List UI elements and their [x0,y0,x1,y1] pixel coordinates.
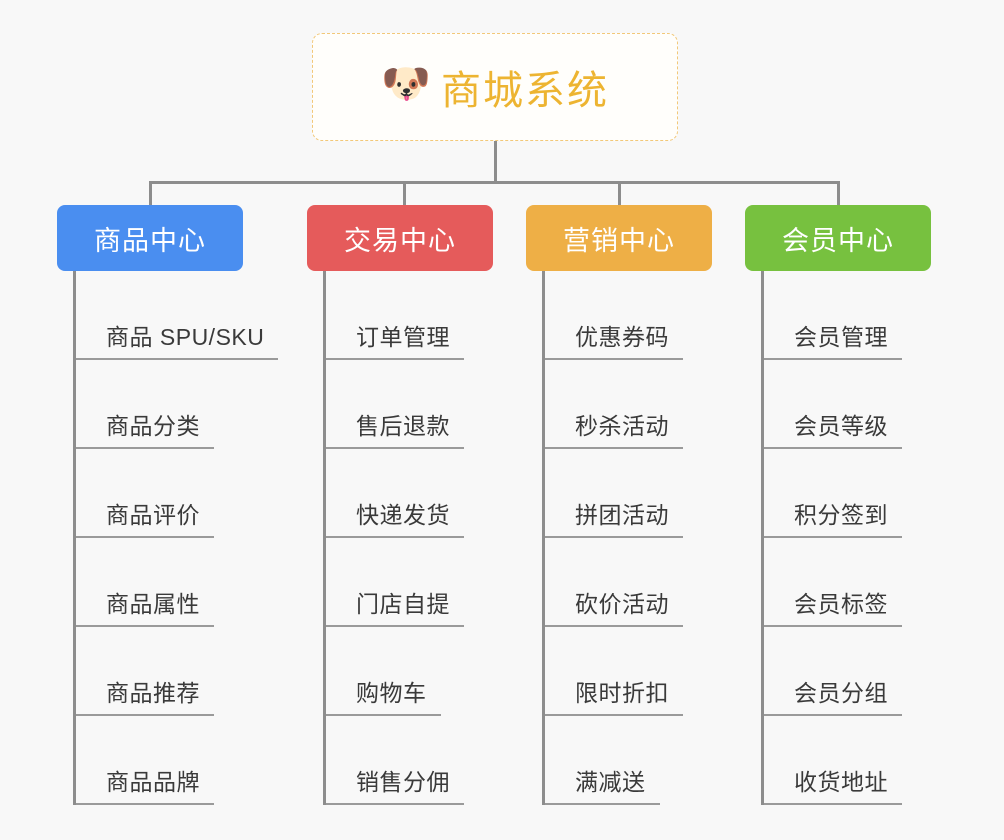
list-item[interactable]: 快递发货 [326,449,493,538]
leaf-underline: 购物车 [326,674,441,716]
category-header-label: 营销中心 [563,225,675,256]
list-item-label: 商品推荐 [106,680,200,706]
leaf-underline: 拼团活动 [545,496,683,538]
connector-horizontal-bus [149,181,840,184]
root-node-title: 商城系统 [441,69,609,113]
leaf-underline: 优惠券码 [545,318,683,360]
leaf-underline: 砍价活动 [545,585,683,627]
leaf-underline: 商品推荐 [76,674,214,716]
list-item[interactable]: 门店自提 [326,538,493,627]
list-item[interactable]: 积分签到 [764,449,931,538]
list-item-label: 商品属性 [106,591,200,617]
leaf-underline: 商品评价 [76,496,214,538]
list-item-label: 砍价活动 [575,591,669,617]
list-item-label: 限时折扣 [575,680,669,706]
list-item[interactable]: 优惠券码 [545,271,712,360]
leaf-underline: 商品分类 [76,407,214,449]
leaf-underline: 商品品牌 [76,763,214,805]
list-item[interactable]: 商品 SPU/SKU [76,271,279,360]
leaf-underline: 会员分组 [764,674,902,716]
shiba-dog-face-icon: 🐶 [381,62,431,106]
leaf-underline: 积分签到 [764,496,902,538]
list-item[interactable]: 砍价活动 [545,538,712,627]
list-item-label: 销售分佣 [356,769,450,795]
list-item[interactable]: 商品分类 [76,360,243,449]
category-header-product-center[interactable]: 商品中心 [57,205,243,271]
list-item[interactable]: 拼团活动 [545,449,712,538]
leaf-underline: 收货地址 [764,763,902,805]
leaf-list-marketing-center: 优惠券码 秒杀活动 拼团活动 砍价活动 限时折扣 满减送 [542,271,712,805]
list-item[interactable]: 商品评价 [76,449,243,538]
category-header-label: 商品中心 [94,225,206,256]
branch-column-trade-center: 交易中心 订单管理 售后退款 快递发货 门店自提 购物车 销售分佣 [307,205,493,805]
list-item[interactable]: 会员标签 [764,538,931,627]
category-header-label: 会员中心 [782,225,894,256]
list-item-label: 商品评价 [106,502,200,528]
connector-drop-4 [837,181,840,207]
list-item[interactable]: 会员等级 [764,360,931,449]
leaf-underline: 会员标签 [764,585,902,627]
category-header-marketing-center[interactable]: 营销中心 [526,205,712,271]
list-item[interactable]: 商品推荐 [76,627,243,716]
list-item-label: 商品 SPU/SKU [106,324,265,350]
list-item-label: 会员等级 [794,413,888,439]
list-item-label: 购物车 [356,680,427,706]
branch-column-product-center: 商品中心 商品 SPU/SKU 商品分类 商品评价 商品属性 商品推荐 商品品牌 [57,205,279,805]
list-item-label: 商品品牌 [106,769,200,795]
list-item-label: 秒杀活动 [575,413,669,439]
leaf-underline: 快递发货 [326,496,464,538]
leaf-underline: 满减送 [545,763,660,805]
list-item[interactable]: 限时折扣 [545,627,712,716]
list-item-label: 积分签到 [794,502,888,528]
branch-column-marketing-center: 营销中心 优惠券码 秒杀活动 拼团活动 砍价活动 限时折扣 满减送 [526,205,712,805]
leaf-underline: 秒杀活动 [545,407,683,449]
leaf-underline: 商品属性 [76,585,214,627]
connector-drop-2 [403,181,406,207]
list-item-label: 满减送 [575,769,646,795]
leaf-underline: 限时折扣 [545,674,683,716]
list-item-label: 收货地址 [794,769,888,795]
list-item-label: 订单管理 [356,324,450,350]
leaf-underline: 售后退款 [326,407,464,449]
leaf-underline: 会员等级 [764,407,902,449]
leaf-underline: 订单管理 [326,318,464,360]
leaf-underline: 销售分佣 [326,763,464,805]
leaf-underline: 会员管理 [764,318,902,360]
category-header-label: 交易中心 [344,225,456,256]
list-item[interactable]: 秒杀活动 [545,360,712,449]
list-item-label: 会员标签 [794,591,888,617]
list-item[interactable]: 销售分佣 [326,716,493,805]
list-item[interactable]: 满减送 [545,716,712,805]
leaf-list-trade-center: 订单管理 售后退款 快递发货 门店自提 购物车 销售分佣 [323,271,493,805]
list-item[interactable]: 商品属性 [76,538,243,627]
list-item[interactable]: 售后退款 [326,360,493,449]
list-item[interactable]: 购物车 [326,627,493,716]
list-item-label: 会员分组 [794,680,888,706]
list-item[interactable]: 收货地址 [764,716,931,805]
list-item-label: 会员管理 [794,324,888,350]
list-item-label: 售后退款 [356,413,450,439]
connector-drop-3 [618,181,621,207]
list-item[interactable]: 订单管理 [326,271,493,360]
leaf-list-member-center: 会员管理 会员等级 积分签到 会员标签 会员分组 收货地址 [761,271,931,805]
connector-drop-1 [149,181,152,207]
category-header-trade-center[interactable]: 交易中心 [307,205,493,271]
connector-root-stem [494,141,497,184]
list-item-label: 门店自提 [356,591,450,617]
list-item[interactable]: 会员管理 [764,271,931,360]
branch-column-member-center: 会员中心 会员管理 会员等级 积分签到 会员标签 会员分组 收货地址 [745,205,931,805]
list-item[interactable]: 商品品牌 [76,716,243,805]
leaf-list-product-center: 商品 SPU/SKU 商品分类 商品评价 商品属性 商品推荐 商品品牌 [73,271,279,805]
leaf-underline: 商品 SPU/SKU [76,318,279,360]
root-node-mall-system[interactable]: 🐶 商城系统 [312,33,678,141]
list-item-label: 商品分类 [106,413,200,439]
leaf-underline: 门店自提 [326,585,464,627]
list-item-label: 快递发货 [356,502,450,528]
category-header-member-center[interactable]: 会员中心 [745,205,931,271]
list-item[interactable]: 会员分组 [764,627,931,716]
list-item-label: 拼团活动 [575,502,669,528]
list-item-label: 优惠券码 [575,324,669,350]
